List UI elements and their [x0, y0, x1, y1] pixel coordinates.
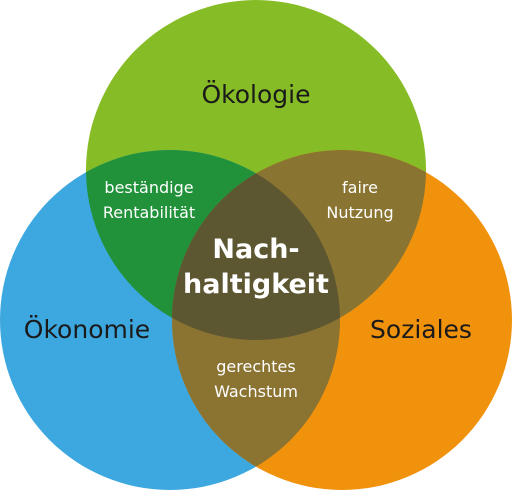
- economy-label: Ökonomie: [24, 315, 150, 344]
- ecology-social-label-line2: Nutzung: [326, 203, 393, 222]
- economy-social-label-line1: gerechtes: [216, 357, 295, 376]
- economy-social-label-line2: Wachstum: [214, 382, 298, 401]
- center-label-line1: Nach-: [212, 234, 299, 265]
- sustainability-center-overlap: [172, 150, 340, 340]
- ecology-economy-label-line2: Rentabilität: [103, 203, 195, 222]
- ecology-economy-label-line1: beständige: [104, 178, 193, 197]
- center-label-line2: haltigkeit: [183, 269, 329, 300]
- ecology-social-label-line1: faire: [342, 178, 378, 197]
- ecology-label: Ökologie: [202, 80, 311, 109]
- social-label: Soziales: [370, 315, 472, 344]
